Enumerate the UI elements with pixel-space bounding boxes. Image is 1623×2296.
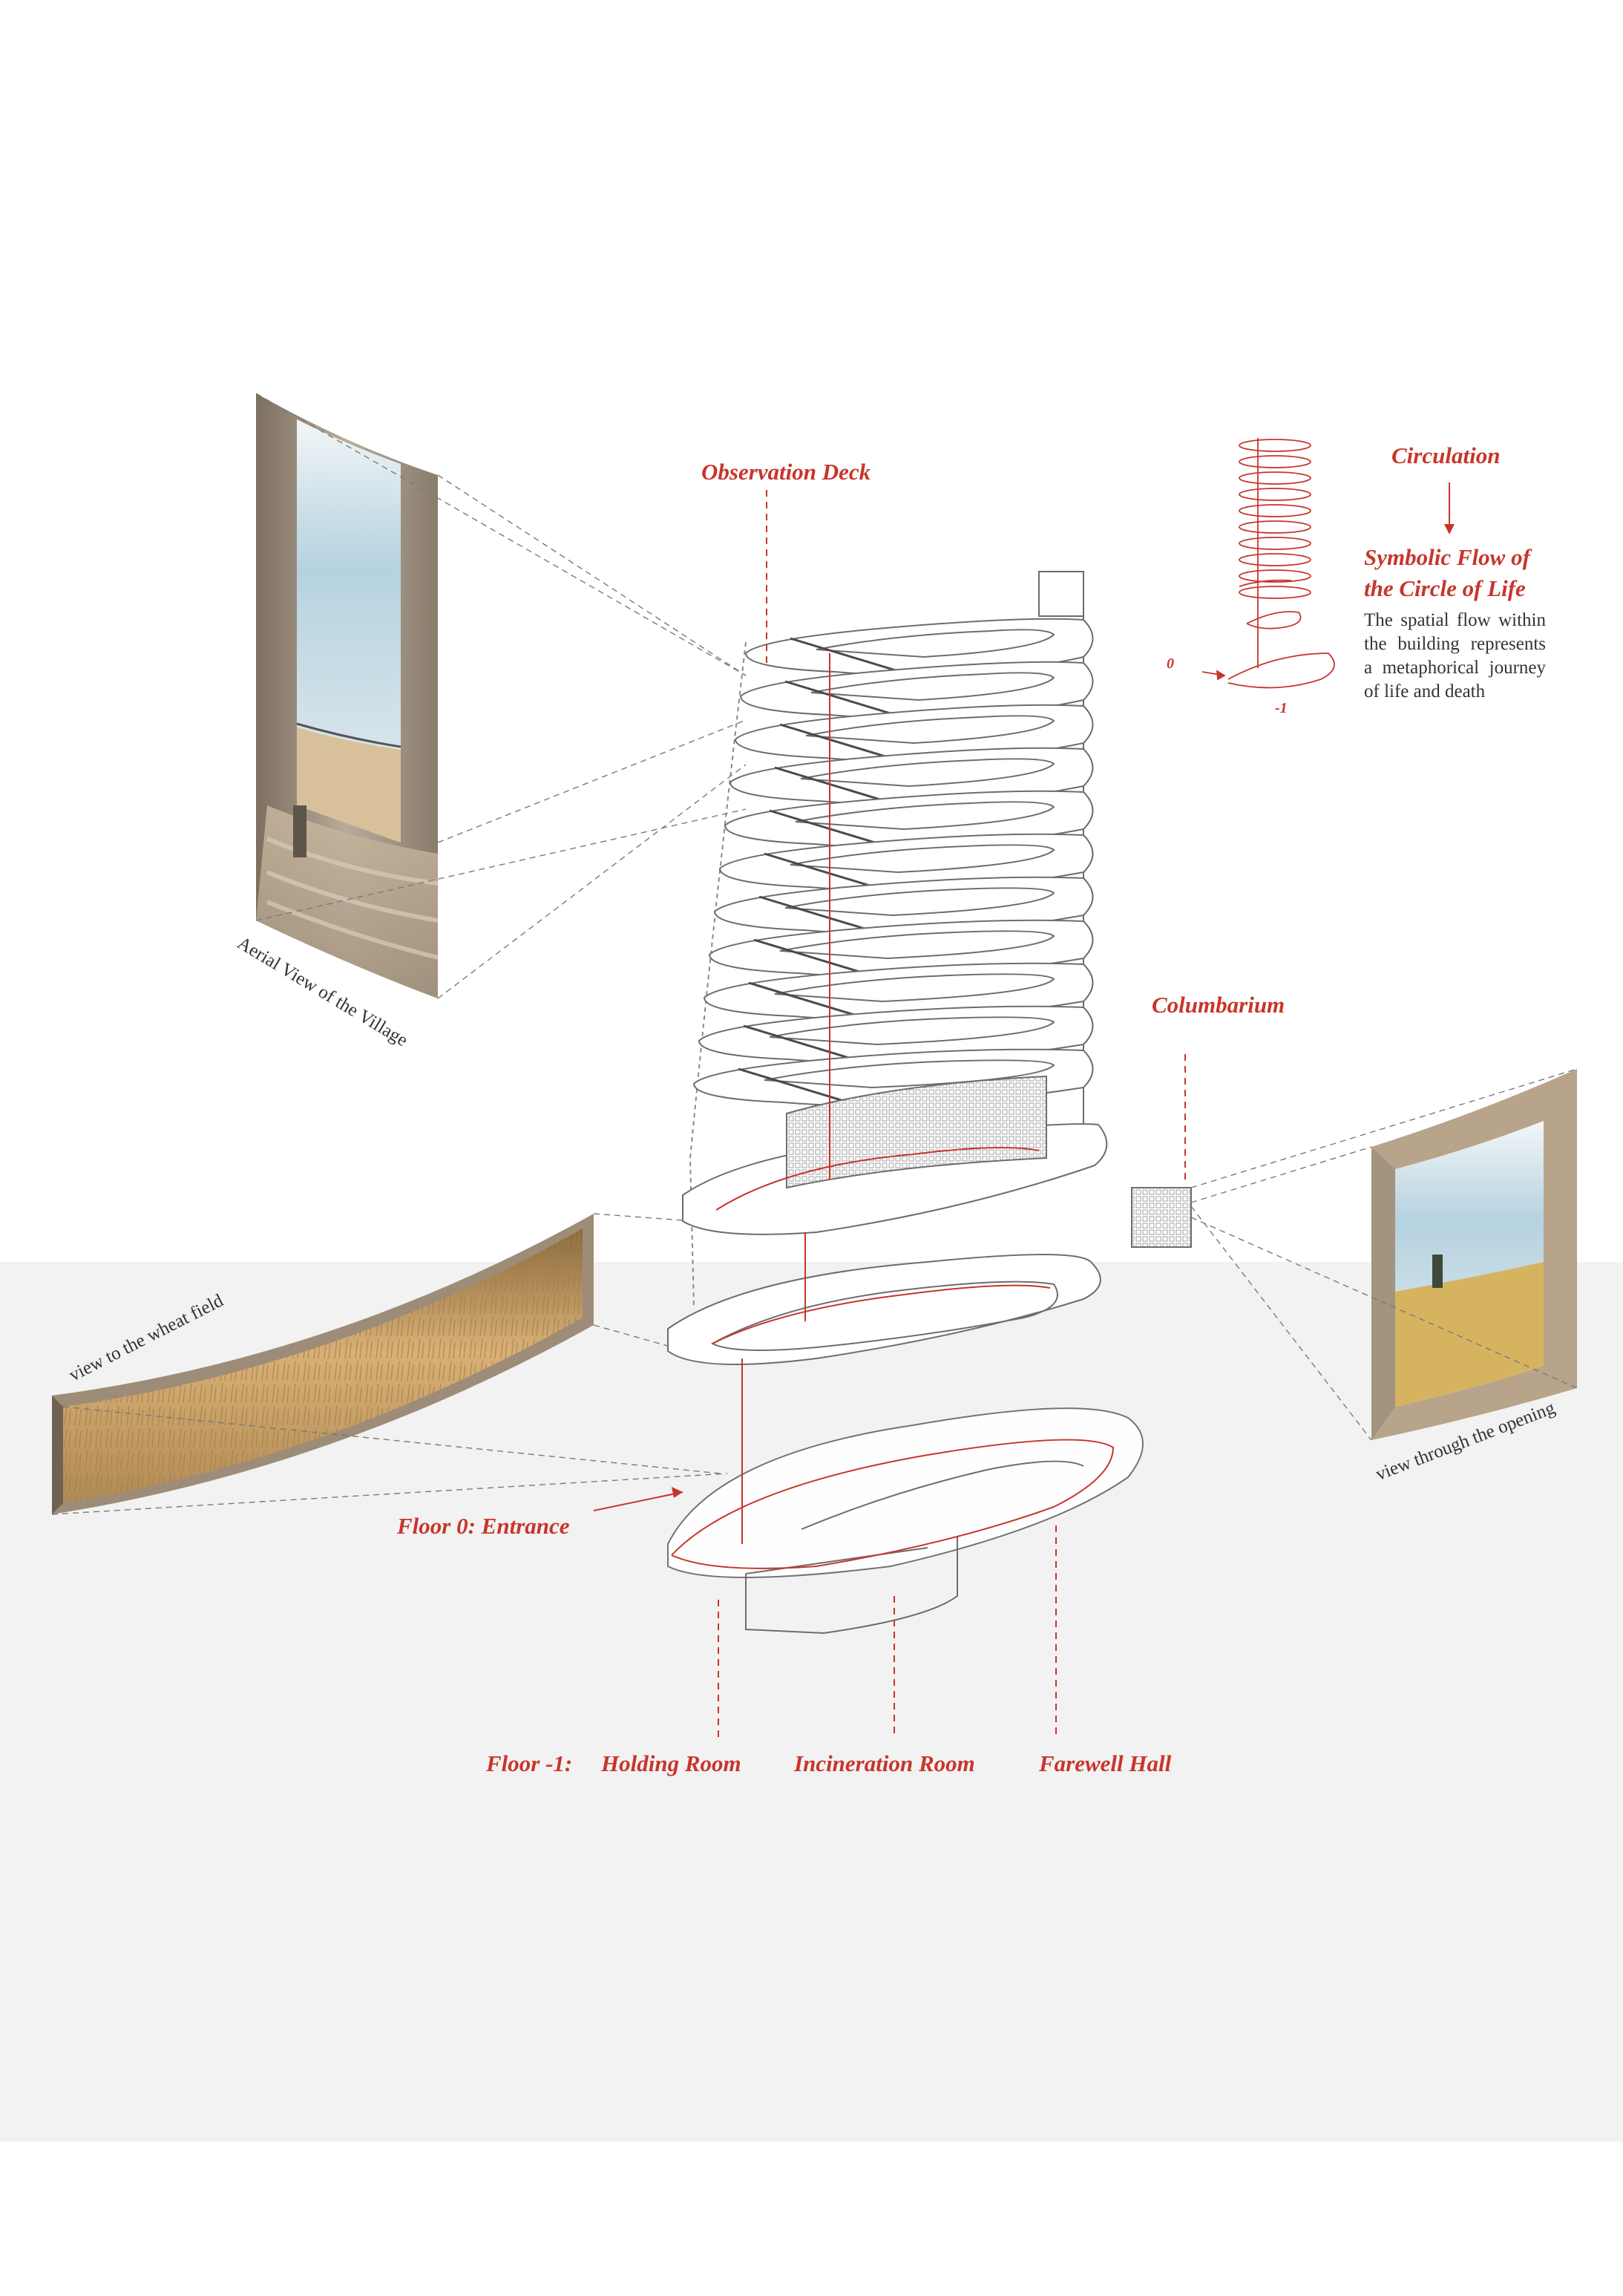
label-floor0-entrance: Floor 0: Entrance [397,1513,570,1539]
legend-subtitle-line1: Symbolic Flow of [1364,544,1530,570]
floor-plate [698,1005,1094,1064]
floor-opening [774,973,1055,1003]
label-holding-room: Holding Room [601,1750,741,1776]
circulation-spiral-icon [1201,438,1335,689]
label-farewell-hall: Farewell Hall [1039,1750,1172,1776]
floor-plate [734,704,1094,762]
spiral-loop [1239,520,1311,534]
floor-plate [713,876,1094,935]
floor-opening [769,1016,1055,1046]
label-incineration-room: Incineration Room [794,1750,975,1776]
spiral-loop [1239,439,1311,452]
spiral-loop [1239,471,1311,485]
legend-level-zero: 0 [1167,655,1174,672]
floor-plate [718,833,1094,892]
wheat-field-leaders [51,1213,728,1515]
opening-view-leaders [1190,1068,1578,1441]
label-leaders [718,490,1186,1737]
spiral-loop [1239,553,1311,566]
entrance-arrow-icon [593,1487,683,1511]
circulation-arrow-icon [1444,483,1455,534]
floor-opening [800,758,1055,788]
legend-level-minus-one: -1 [1275,700,1288,716]
label-observation-deck: Observation Deck [701,459,871,485]
floor-plate [708,919,1094,978]
floor-opening [779,930,1055,960]
floor-plate [724,790,1094,848]
wheat-field-vignette [52,1214,594,1514]
aerial-view-vignette [256,393,439,998]
legend-description: The spatial flow within the building rep… [1364,610,1546,701]
legend-title: Circulation [1391,442,1501,468]
spiral-loop [1239,586,1311,599]
circulation-path [671,653,1115,1569]
aerial-view-leaders [255,393,747,999]
spiral-loop [1239,537,1311,550]
tower-floors [667,571,1192,1635]
floor-opening [816,629,1055,658]
spiral-loop [1239,504,1311,517]
spiral-loop [1239,569,1311,583]
opening-view-vignette [1371,1069,1577,1440]
floor-plate [703,962,1094,1021]
label-columbarium: Columbarium [1152,992,1285,1018]
floor-plate [744,618,1094,676]
spiral-loop [1239,455,1311,468]
floor-opening [790,844,1055,874]
label-floor-minus1: Floor -1: [486,1750,573,1776]
floor-opening [795,801,1055,831]
floor-opening [810,672,1055,701]
floor-opening [784,887,1055,917]
spiral-lower-loops [1239,579,1302,629]
floor-plate [729,747,1094,805]
floor-opening [805,715,1055,745]
legend-subtitle-line2: the Circle of Life [1364,575,1526,601]
spiral-loop [1239,488,1311,501]
